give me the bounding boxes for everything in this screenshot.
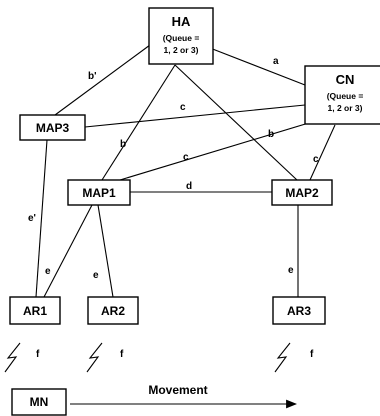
node-map1-label: MAP1	[82, 186, 116, 200]
node-mn-box	[11, 388, 67, 416]
link-label-ha-map1: b	[120, 139, 126, 150]
node-map2-label: MAP2	[285, 186, 319, 200]
link-label-map1-ar2: e	[93, 270, 99, 281]
node-ha-queue-line2: 1, 2 or 3)	[164, 45, 199, 55]
node-ha: HA (Queue = 1, 2 or 3)	[148, 7, 214, 65]
node-map1-box	[67, 179, 131, 206]
node-ha-label: HA	[172, 14, 191, 29]
link-label-ha-map2: b	[268, 129, 274, 140]
node-cn-label: CN	[336, 72, 355, 87]
node-mn-label: MN	[30, 395, 49, 409]
node-cn: CN (Queue = 1, 2 or 3)	[304, 65, 380, 125]
link-map1-ar1	[43, 204, 93, 298]
node-map3-box	[19, 114, 86, 141]
node-ar2: AR2	[87, 296, 139, 325]
wireless-ar2: f	[86, 342, 124, 373]
wireless-ar3: f	[274, 342, 314, 373]
link-ha-map2	[174, 64, 298, 181]
link-label-map1-map2: d	[186, 181, 192, 192]
connections	[35, 44, 336, 298]
node-map2-box	[271, 179, 333, 206]
link-label-map2-ar3: e	[288, 265, 294, 276]
wireless-ar1: f	[4, 342, 40, 373]
link-ha-map1	[101, 64, 176, 181]
node-ar2-label: AR2	[101, 304, 125, 318]
link-map1-ar2	[97, 204, 114, 298]
lightning-icon	[274, 342, 291, 373]
link-cn-map1	[119, 121, 313, 181]
link-label-map3-ar1: e'	[28, 213, 36, 224]
node-cn-box	[304, 65, 380, 125]
node-ar3: AR3	[272, 296, 326, 325]
link-label-cn-map2: c	[313, 154, 319, 165]
node-ha-queue-line1: (Queue =	[163, 33, 200, 43]
node-cn-queue-line2: 1, 2 or 3)	[328, 103, 363, 113]
node-map1: MAP1	[67, 179, 131, 206]
node-map2: MAP2	[271, 179, 333, 206]
wireless-label-ar1: f	[36, 349, 40, 360]
node-ar1-box	[9, 296, 61, 325]
link-label-cn-map1: c	[183, 152, 189, 163]
movement-label: Movement	[148, 383, 207, 397]
movement-indicator: Movement	[70, 383, 298, 409]
node-ar1-label: AR1	[23, 304, 47, 318]
link-cn-map2	[309, 124, 336, 181]
link-label-ha-cn: a	[273, 56, 279, 67]
wireless-label-ar2: f	[120, 349, 124, 360]
node-ar3-label: AR3	[287, 304, 311, 318]
link-ha-map3	[54, 44, 151, 116]
link-label-ha-map3: b'	[88, 71, 97, 82]
node-mn: MN	[11, 388, 67, 416]
link-ha-cn	[209, 47, 306, 86]
lightning-icon	[4, 342, 21, 373]
node-ar2-box	[87, 296, 139, 325]
node-ar3-box	[272, 296, 326, 325]
link-label-map1-ar1: e	[45, 266, 51, 277]
link-map3-ar1	[35, 139, 48, 298]
link-label-map3-cn: c	[180, 102, 186, 113]
node-ar1: AR1	[9, 296, 61, 325]
wireless-label-ar3: f	[310, 349, 314, 360]
node-map3: MAP3	[19, 114, 86, 141]
link-labels: a b' c b b c c d e' e e e	[28, 56, 319, 281]
node-ha-box	[148, 7, 214, 65]
lightning-icon	[86, 342, 103, 373]
node-map3-label: MAP3	[36, 121, 70, 135]
link-map3-cn	[84, 104, 306, 128]
node-cn-queue-line1: (Queue =	[327, 91, 364, 101]
